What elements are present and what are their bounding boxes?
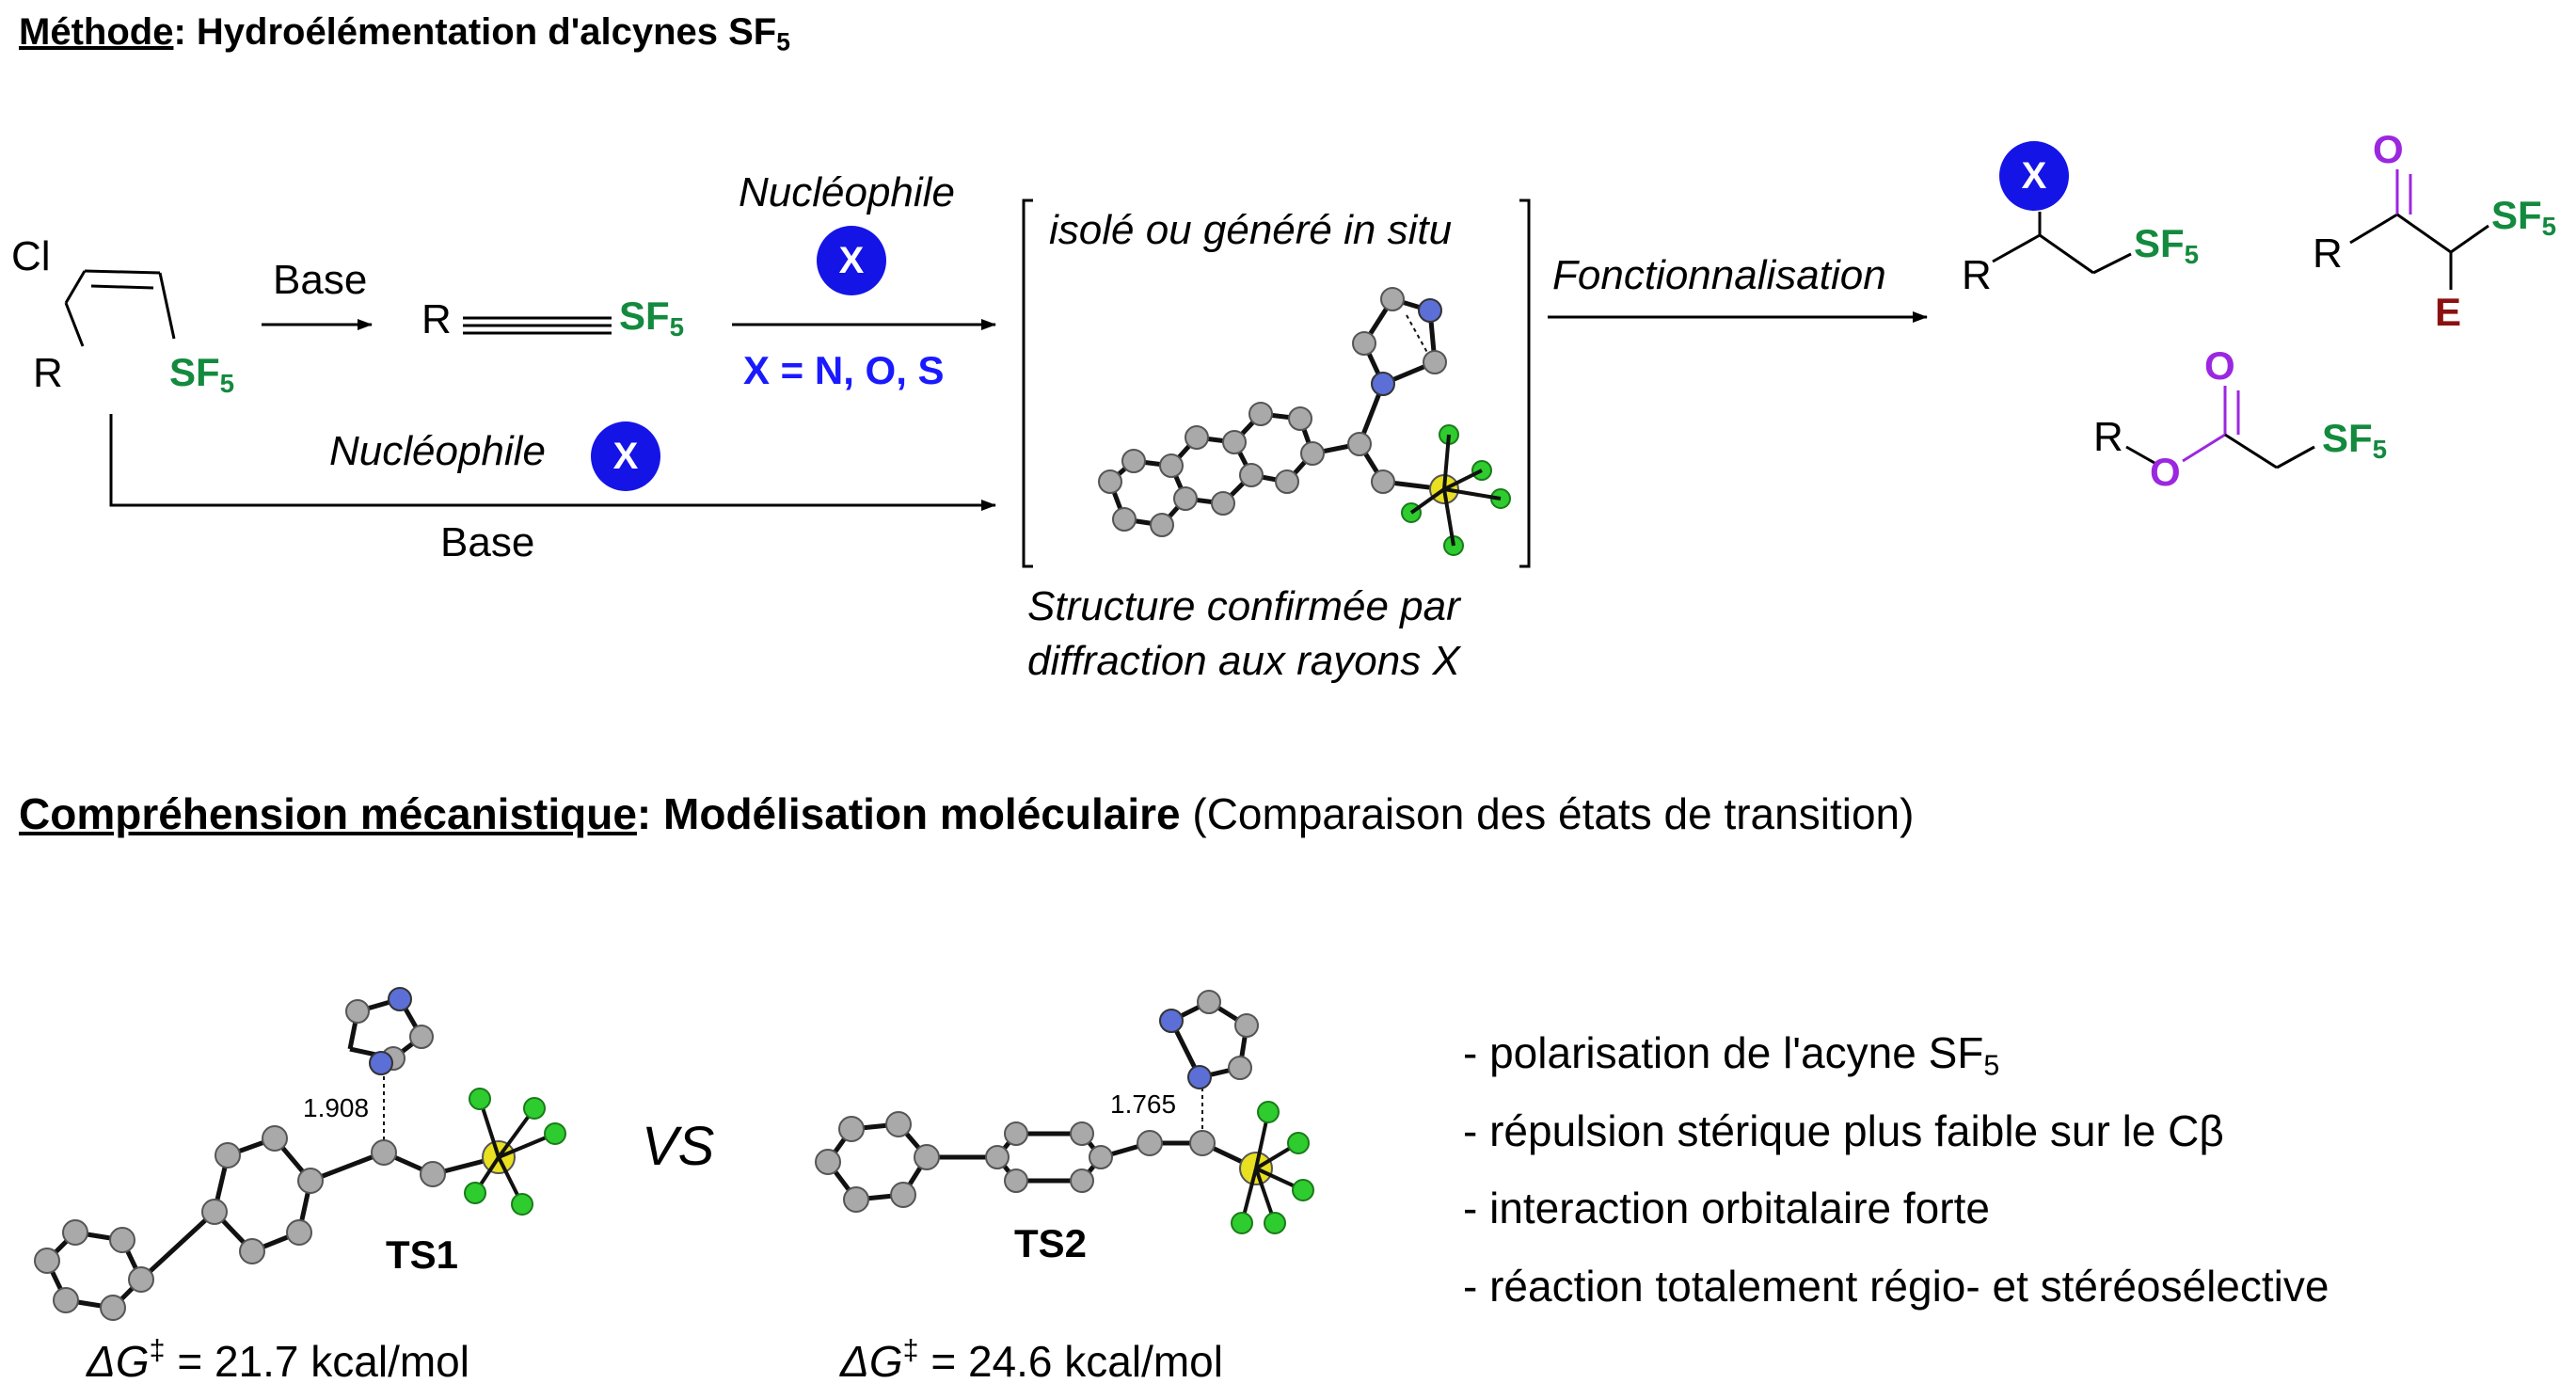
functionalisation-label: Fonctionnalisation	[1552, 252, 1886, 298]
bullet-steric: - répulsion stérique plus faible sur le …	[1463, 1106, 2224, 1155]
sf5-product3-text: SF	[2322, 416, 2373, 460]
ts1-atoms	[34, 987, 566, 1321]
sf5-alkyne-text: SF	[619, 294, 670, 338]
vs-label: VS	[642, 1116, 715, 1177]
method-label: Méthode	[19, 11, 174, 53]
ts1-dg-sup: ‡	[149, 1334, 166, 1366]
vinyl-chloride-bonds	[64, 269, 176, 347]
alkyne-bonds	[463, 316, 612, 335]
base-label-bottom: Base	[440, 519, 535, 565]
sf5-start: SF5	[169, 350, 235, 398]
o-atom-ketone: O	[2373, 127, 2404, 171]
o-atom-ester: O	[2150, 450, 2181, 494]
sf5-product2: SF5	[2491, 193, 2557, 241]
nucleophile-label-bottom: Nucléophile	[329, 428, 546, 474]
ts1-label: TS1	[386, 1232, 459, 1277]
brackets	[1022, 199, 1531, 568]
product2-bonds	[2349, 169, 2489, 290]
o-atom-ester-carbonyl: O	[2204, 343, 2235, 388]
sf5-product3: SF5	[2322, 416, 2388, 464]
ts1-energy-value: = 21.7 kcal/mol	[165, 1337, 469, 1386]
ts1-distance: 1.908	[303, 1093, 370, 1122]
ts2-delta-g: ΔG‡	[840, 1334, 919, 1386]
xray-structure	[1107, 296, 1445, 528]
sf5-product1-sub: 5	[2184, 239, 2200, 269]
sf5-alkyne: SF5	[619, 294, 685, 342]
r-group-product2: R	[2313, 231, 2343, 277]
cl-atom: Cl	[11, 233, 51, 279]
sf5-alkyne-sub: 5	[669, 311, 685, 342]
sf5-start-sub: 5	[219, 368, 235, 398]
r-group-alkyne: R	[421, 296, 452, 342]
mechanism-title-normal: (Comparaison des états de transition)	[1180, 789, 1915, 838]
section-mechanism-title: Compréhension mécanistique: Modélisation…	[19, 788, 1914, 839]
ts1-dg-symbol: ΔG	[87, 1337, 150, 1386]
sf5-product3-sub: 5	[2372, 434, 2388, 464]
r-group-product3: R	[2093, 414, 2123, 460]
bullet-polarisation-text: - polarisation de l'acyne SF	[1463, 1028, 1984, 1077]
method-title-text: : Hydroélémentation d'alcynes SF	[173, 11, 777, 53]
bullet-polarisation: - polarisation de l'acyne SF5	[1463, 1027, 1999, 1080]
product1-bonds	[1992, 212, 2132, 275]
base-label-top: Base	[273, 257, 368, 303]
ts2-distance: 1.765	[1110, 1089, 1177, 1119]
r-group-product1: R	[1962, 252, 1992, 298]
sf5-product1-text: SF	[2134, 221, 2185, 265]
ts2-dg-sup: ‡	[902, 1334, 919, 1366]
x-circle-top: X	[817, 226, 886, 295]
x-circle-bottom: X	[591, 421, 660, 491]
mechanism-label: Compréhension mécanistique	[19, 789, 637, 838]
xray-atoms	[1098, 287, 1511, 556]
isolated-label: isolé ou généré in situ	[1049, 207, 1453, 253]
ts1-delta-g: ΔG‡	[87, 1334, 166, 1386]
ts2-dg-symbol: ΔG	[840, 1337, 903, 1386]
bullet-orbital: - interaction orbitalaire forte	[1463, 1184, 1990, 1232]
ts1-energy: ΔG‡ = 21.7 kcal/mol	[87, 1336, 469, 1387]
e-group: E	[2435, 290, 2462, 334]
bullet-selectivity: - réaction totalement régio- et stéréosé…	[1463, 1262, 2330, 1311]
ts2-energy: ΔG‡ = 24.6 kcal/mol	[840, 1336, 1223, 1387]
bullet-polarisation-sub: 5	[1983, 1050, 2000, 1082]
ts2-label: TS2	[1014, 1221, 1088, 1265]
section-method-title: Méthode: Hydroélémentation d'alcynes SF5	[19, 11, 790, 56]
r-group-start: R	[33, 350, 63, 396]
sf5-product2-sub: 5	[2541, 211, 2557, 241]
sf5-product2-text: SF	[2491, 193, 2542, 237]
ts2-model	[825, 999, 1258, 1202]
nucleophile-label-top: Nucléophile	[739, 169, 955, 215]
mechanism-title-bold: : Modélisation moléculaire	[636, 789, 1181, 838]
method-title-sub: 5	[776, 27, 790, 56]
x-circle-product: X	[1999, 141, 2069, 211]
ts2-energy-value: = 24.6 kcal/mol	[918, 1337, 1223, 1386]
x-definition: X = N, O, S	[743, 348, 945, 392]
arrow-direct-route	[109, 414, 996, 511]
sf5-start-text: SF	[169, 350, 220, 394]
xray-caption-line1: Structure confirmée par	[1027, 583, 1460, 629]
product3-bonds	[2125, 386, 2315, 469]
xray-caption-line2: diffraction aux rayons X	[1027, 638, 1460, 684]
ts2-atoms	[815, 990, 1314, 1234]
sf5-product1: SF5	[2134, 221, 2200, 269]
